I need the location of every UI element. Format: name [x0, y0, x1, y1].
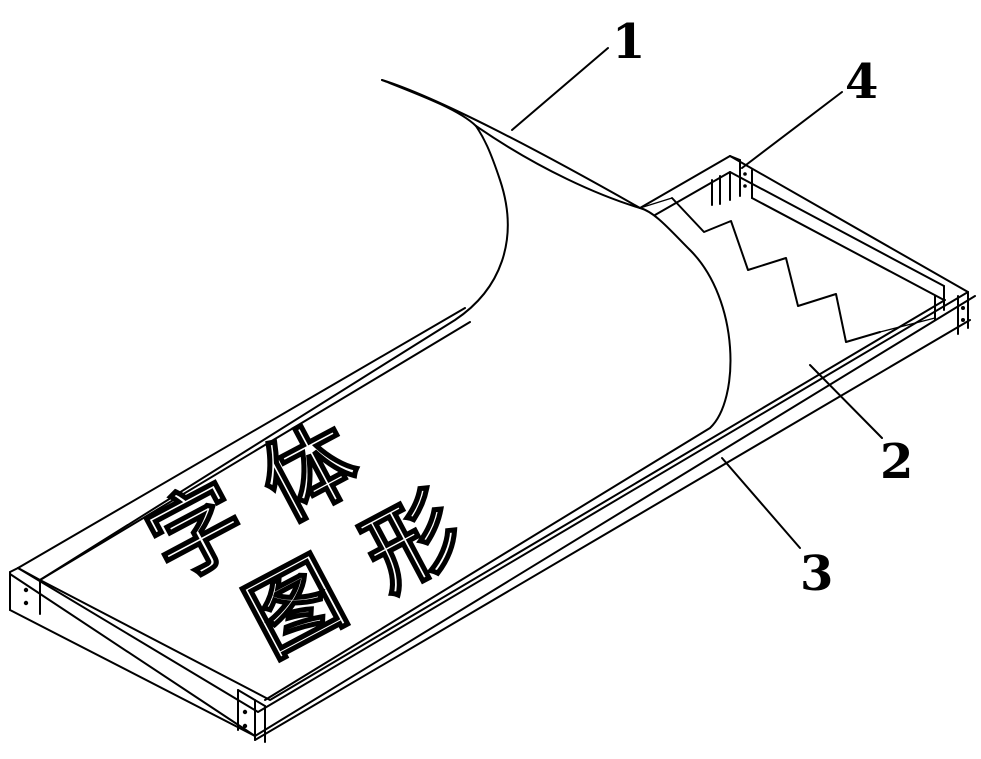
leader-1 — [512, 48, 608, 130]
callout-4: 4 — [845, 54, 878, 110]
peeling-film — [40, 80, 730, 700]
callout-labels: 1 4 2 3 — [612, 14, 913, 602]
callout-3: 3 — [800, 546, 833, 602]
callout-2: 2 — [880, 434, 913, 490]
base-plate — [640, 198, 935, 342]
frame-tray — [10, 156, 975, 742]
leader-4 — [742, 92, 842, 168]
callout-1: 1 — [612, 14, 645, 70]
leader-3 — [722, 458, 800, 548]
panel-characters: 字 体 图 形 — [131, 403, 478, 677]
